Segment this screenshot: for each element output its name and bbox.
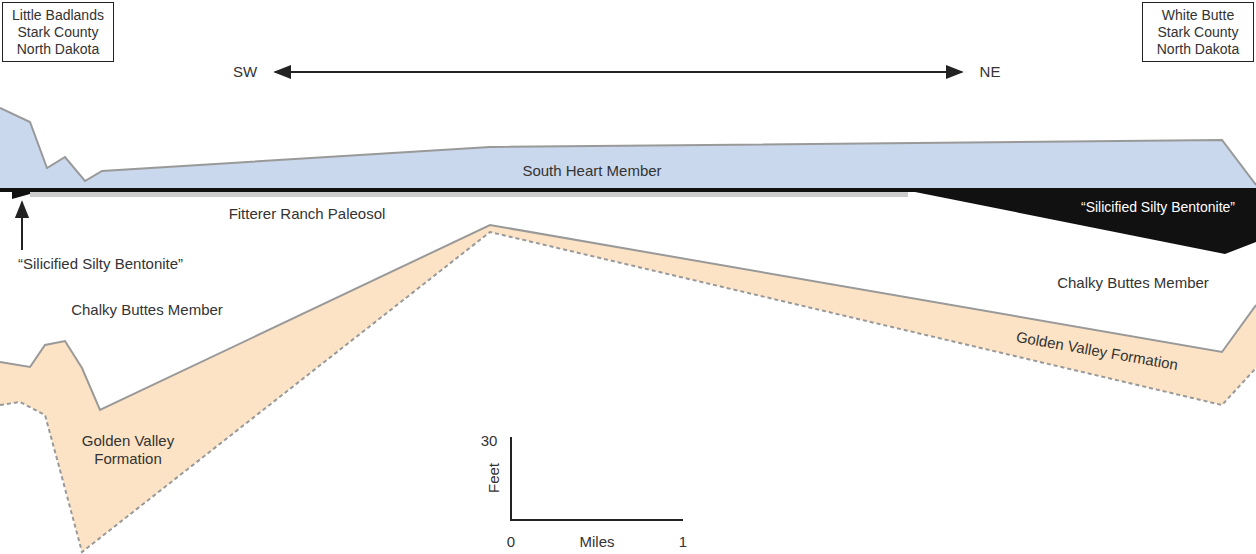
- golden-valley-band: [0, 225, 1256, 552]
- leader-arrow: [21, 202, 23, 250]
- location-box: White Butte Stark County North Dakota: [1142, 2, 1254, 62]
- node-text: South Heart Member: [522, 162, 661, 180]
- golden-valley-top: [0, 225, 1256, 410]
- layer-label: “Silicified Silty Bentonite”: [18, 255, 183, 273]
- scale-number: 30: [481, 432, 498, 450]
- node-text: White Butte Stark County North Dakota: [1147, 7, 1249, 57]
- node-text: Golden Valley Formation: [72, 432, 184, 468]
- scale-number: 1: [679, 533, 687, 551]
- bentonite-wedge-right: [905, 190, 1256, 254]
- layer-label: Fitterer Ranch Paleosol: [229, 205, 386, 223]
- member-label: Chalky Buttes Member: [71, 301, 223, 319]
- south-heart-top: [0, 108, 1256, 185]
- scale-number: 0: [507, 533, 515, 551]
- south-heart-band: [0, 108, 1256, 190]
- scale-unit: Miles: [579, 533, 614, 551]
- bentonite-wedge-label: “Silicified Silty Bentonite”: [1081, 199, 1235, 216]
- scale-unit: Feet: [485, 463, 503, 493]
- node-text: Little Badlands Stark County North Dakot…: [7, 7, 109, 57]
- member-band-label: South Heart Member: [522, 162, 661, 180]
- paleosol-layer: [30, 192, 908, 197]
- bentonite-wedge-left: [12, 190, 30, 199]
- scale-bar: [511, 437, 683, 520]
- direction-label: SW: [233, 63, 257, 81]
- direction-label: NE: [980, 63, 1001, 81]
- golden-valley-base: [0, 232, 1256, 552]
- direction-arrow: [275, 71, 962, 73]
- node-text: “Silicified Silty Bentonite”: [1081, 199, 1235, 216]
- member-label: Chalky Buttes Member: [1057, 274, 1209, 292]
- formation-band-label: Golden Valley Formation: [72, 432, 184, 468]
- location-box: Little Badlands Stark County North Dakot…: [2, 2, 114, 62]
